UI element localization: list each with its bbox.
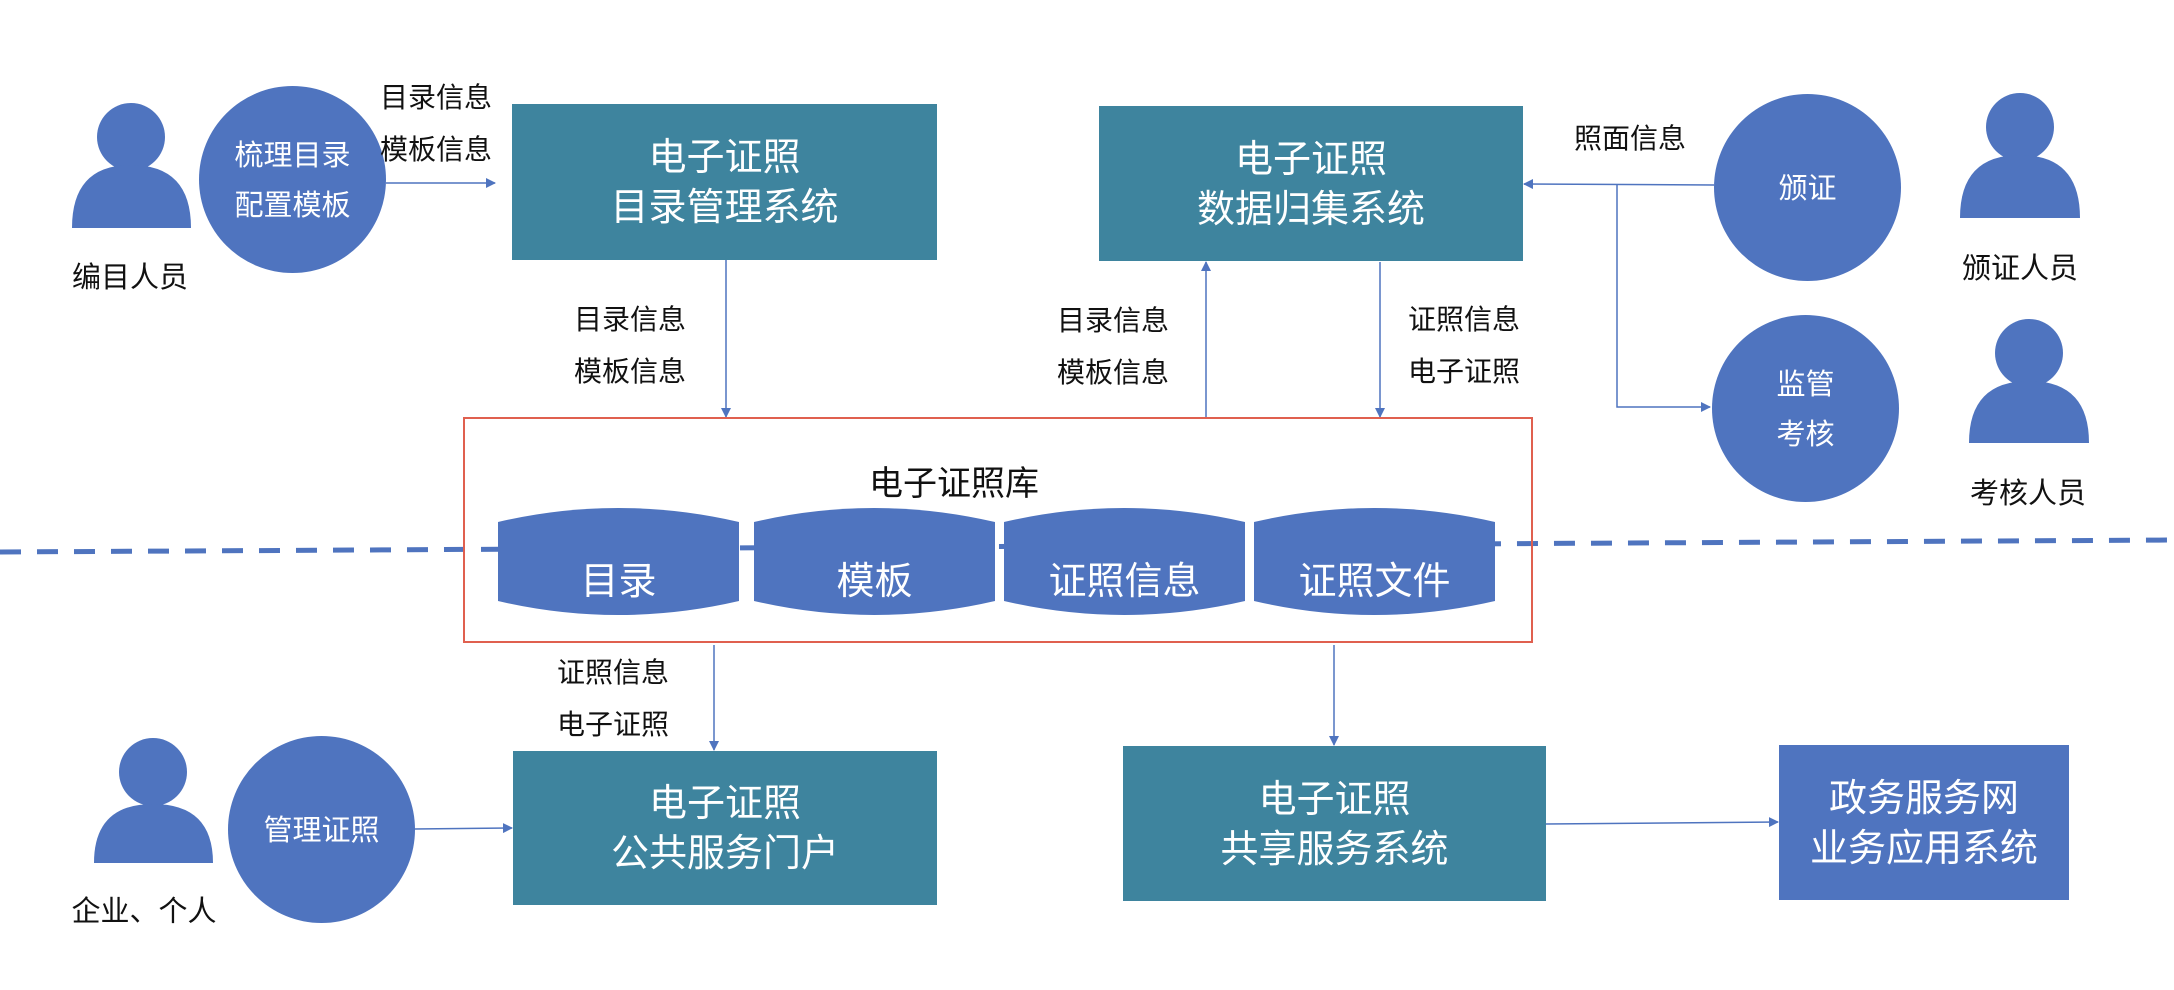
library-title: 电子证照库 [869, 464, 1039, 504]
flow-label-line: 证照信息 [557, 656, 670, 689]
arrow-manage-to-portal [413, 823, 513, 834]
activity-label-line: 配置模板 [234, 187, 351, 222]
system-name-line: 目录管理系统 [610, 185, 839, 229]
flow-label-line: 模板信息 [574, 355, 687, 388]
certificate-library-container [463, 417, 1533, 643]
system-public-portal[interactable]: 电子证照 公共服务门户 [513, 751, 937, 905]
system-name-line: 共享服务系统 [1220, 826, 1449, 871]
system-data-collection[interactable]: 电子证照 数据归集系统 [1099, 106, 1523, 261]
system-name-line: 业务应用系统 [1809, 825, 2038, 870]
flow-label-catalog-to-library: 目录信息 模板信息 [574, 294, 686, 398]
system-name-line: 电子证照 [1234, 136, 1387, 181]
system-catalog-management[interactable]: 电子证照 目录管理系统 [512, 104, 937, 260]
flow-label-line: 证照信息 [1408, 303, 1521, 336]
system-name-line: 电子证照 [1258, 776, 1411, 821]
datastore-label: 目录 [580, 558, 657, 603]
actor-label: 考核人员 [1969, 476, 2086, 510]
activity-supervise[interactable]: 监管 考核 [1712, 315, 1899, 502]
actor-label: 企业、个人 [71, 894, 217, 928]
arrow-issue-to-collect [1523, 179, 1715, 190]
actor-label: 编目人员 [71, 260, 188, 294]
system-name-line: 公共服务门户 [610, 831, 839, 875]
flow-label-collect-to-library: 证照信息 电子证照 [1408, 294, 1520, 398]
flow-label-library-to-collect: 目录信息 模板信息 [1057, 295, 1169, 399]
activity-label-line: 颁证 [1778, 170, 1837, 205]
system-name-line: 电子证照 [648, 781, 801, 825]
activity-label-line: 监管 [1776, 366, 1835, 401]
activity-organize-catalog[interactable]: 梳理目录 配置模板 [199, 86, 386, 273]
activity-label-line: 管理证照 [263, 812, 380, 847]
flow-label-line: 电子证照 [1408, 355, 1521, 388]
actor-label: 颁证人员 [1961, 251, 2078, 285]
flow-label-library-to-portal: 证照信息 电子证照 [557, 647, 669, 751]
arrow-share-to-gov [1545, 817, 1779, 828]
flow-label-line: 电子证照 [557, 708, 670, 741]
database-cylinder-icon [498, 508, 739, 615]
person-icon [1960, 93, 2080, 218]
datastore-label: 证照信息 [1048, 558, 1201, 603]
activity-label-line: 考核 [1776, 416, 1835, 451]
flow-label-issue-to-collect: 照面信息 [1574, 113, 1686, 165]
activity-issue[interactable]: 颁证 [1714, 94, 1901, 281]
person-icon [1969, 319, 2089, 443]
system-name-line: 数据归集系统 [1196, 186, 1425, 231]
system-name-line: 政务服务网 [1828, 775, 2019, 820]
person-icon [72, 103, 191, 228]
datastore-template: 模板 [754, 508, 995, 615]
datastore-catalog: 目录 [498, 508, 739, 615]
flow-label-organize-to-catalog: 目录信息 模板信息 [380, 72, 492, 176]
flow-label-line: 模板信息 [380, 133, 493, 166]
system-name-line: 电子证照 [648, 135, 801, 179]
datastore-certificate-info: 证照信息 [1004, 508, 1245, 615]
datastore-label: 模板 [836, 558, 913, 603]
system-gov-service-network[interactable]: 政务服务网 业务应用系统 [1779, 745, 2069, 900]
activity-manage-certificates[interactable]: 管理证照 [228, 736, 415, 923]
database-cylinder-icon [1004, 508, 1245, 615]
arrow-branch-to-supervise [1616, 184, 1711, 412]
person-icon [94, 738, 213, 863]
datastore-label: 证照文件 [1298, 558, 1451, 603]
database-cylinder-icon [1254, 508, 1495, 615]
system-sharing-service[interactable]: 电子证照 共享服务系统 [1123, 746, 1546, 901]
database-cylinder-icon [754, 508, 995, 615]
flow-label-line: 目录信息 [1057, 304, 1170, 337]
flow-label-line: 目录信息 [380, 81, 493, 114]
flow-label-line: 模板信息 [1057, 356, 1170, 389]
datastore-certificate-files: 证照文件 [1254, 508, 1495, 615]
flow-label-line: 照面信息 [1574, 122, 1687, 155]
flow-label-line: 目录信息 [574, 303, 687, 336]
activity-label-line: 梳理目录 [234, 137, 351, 172]
